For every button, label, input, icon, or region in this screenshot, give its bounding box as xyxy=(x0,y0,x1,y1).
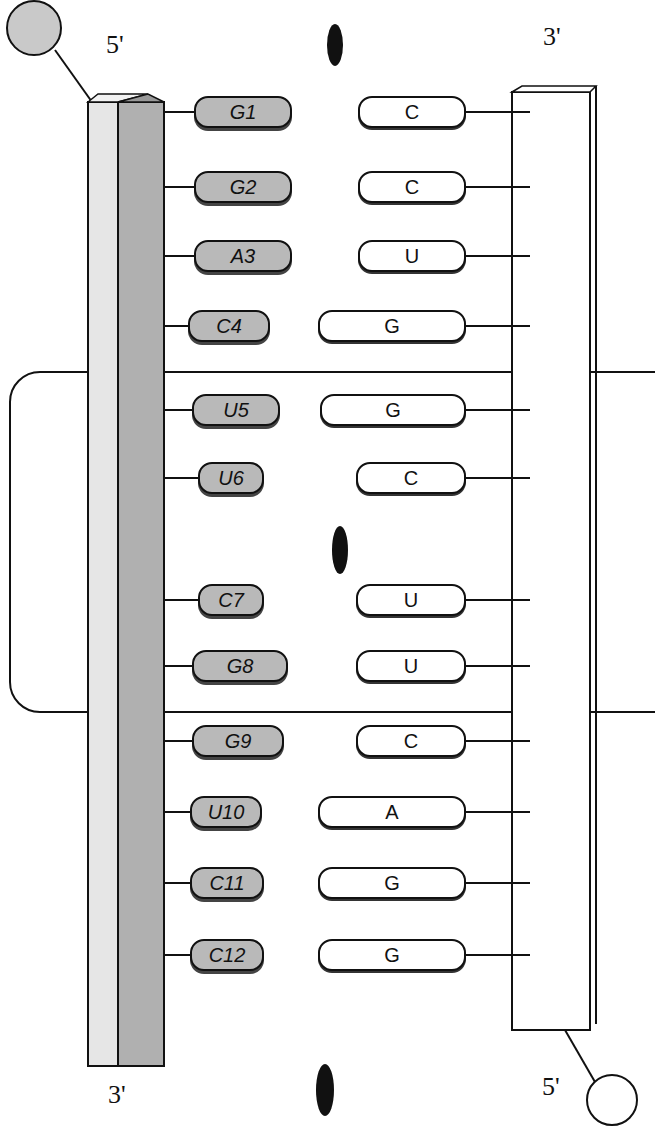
base-label: U xyxy=(405,245,419,268)
base-label: G xyxy=(384,872,400,895)
strand-base-box: C7 xyxy=(198,584,264,616)
dyad-symbol xyxy=(332,526,348,574)
dyad-symbol xyxy=(316,1064,334,1116)
base-label: G8 xyxy=(227,655,254,678)
partner-base-box: G xyxy=(320,394,466,426)
backbone-bar xyxy=(118,102,164,1066)
end-circle xyxy=(7,1,61,55)
base-label: A3 xyxy=(231,245,255,268)
partner-base-box: G xyxy=(318,867,466,899)
end-circle xyxy=(587,1075,637,1125)
base-label: C xyxy=(405,101,419,124)
strand-base-box: U6 xyxy=(198,462,264,494)
partner-base-box: U xyxy=(356,650,466,682)
strand-base-box: C12 xyxy=(190,939,264,971)
strand-base-box: A3 xyxy=(194,240,292,272)
dyad-symbol xyxy=(327,24,343,66)
backbone-bar xyxy=(595,86,597,1024)
base-label: C xyxy=(404,467,418,490)
backbone-bar xyxy=(512,86,596,92)
partner-base-box: C xyxy=(356,725,466,757)
base-label: G1 xyxy=(230,101,257,124)
strand-base-box: G8 xyxy=(192,650,288,682)
base-label: U5 xyxy=(223,399,249,422)
strand-end-label: 5' xyxy=(106,30,124,60)
base-stubs xyxy=(164,112,530,955)
base-label: C7 xyxy=(218,589,244,612)
base-label: G2 xyxy=(230,176,257,199)
base-label: U10 xyxy=(208,801,245,824)
strand-base-box: G9 xyxy=(192,725,284,757)
base-label: C4 xyxy=(216,315,242,338)
linker-line xyxy=(565,1030,595,1082)
base-label: C12 xyxy=(209,944,246,967)
base-label: A xyxy=(385,801,398,824)
partner-base-box: C xyxy=(358,171,466,203)
backbone-bar xyxy=(118,94,164,102)
backbone-bar xyxy=(88,102,118,1066)
partner-base-box: U xyxy=(356,584,466,616)
base-label: G9 xyxy=(225,730,252,753)
base-label: G xyxy=(384,315,400,338)
strand-base-box: U10 xyxy=(190,796,262,828)
partner-base-box: U xyxy=(358,240,466,272)
base-label: C xyxy=(405,176,419,199)
base-label: C xyxy=(404,730,418,753)
backbone-bar xyxy=(512,92,590,1030)
base-label: G xyxy=(384,944,400,967)
partner-base-box: C xyxy=(358,96,466,128)
linker-line xyxy=(55,50,92,102)
partner-base-box: A xyxy=(318,796,466,828)
strand-end-label: 5' xyxy=(542,1072,560,1102)
base-label: U xyxy=(404,589,418,612)
strand-base-box: C11 xyxy=(190,867,264,899)
strand-base-box: G1 xyxy=(194,96,292,128)
base-label: U6 xyxy=(218,467,244,490)
strand-base-box: C4 xyxy=(188,310,270,342)
base-label: G xyxy=(385,399,401,422)
partner-base-box: G xyxy=(318,310,466,342)
strand-end-label: 3' xyxy=(108,1080,126,1110)
partner-base-box: C xyxy=(356,462,466,494)
partner-base-box: G xyxy=(318,939,466,971)
strand-base-box: U5 xyxy=(192,394,280,426)
base-label: C11 xyxy=(209,872,244,895)
strand-base-box: G2 xyxy=(194,171,292,203)
strand-end-label: 3' xyxy=(543,22,561,52)
base-label: U xyxy=(404,655,418,678)
